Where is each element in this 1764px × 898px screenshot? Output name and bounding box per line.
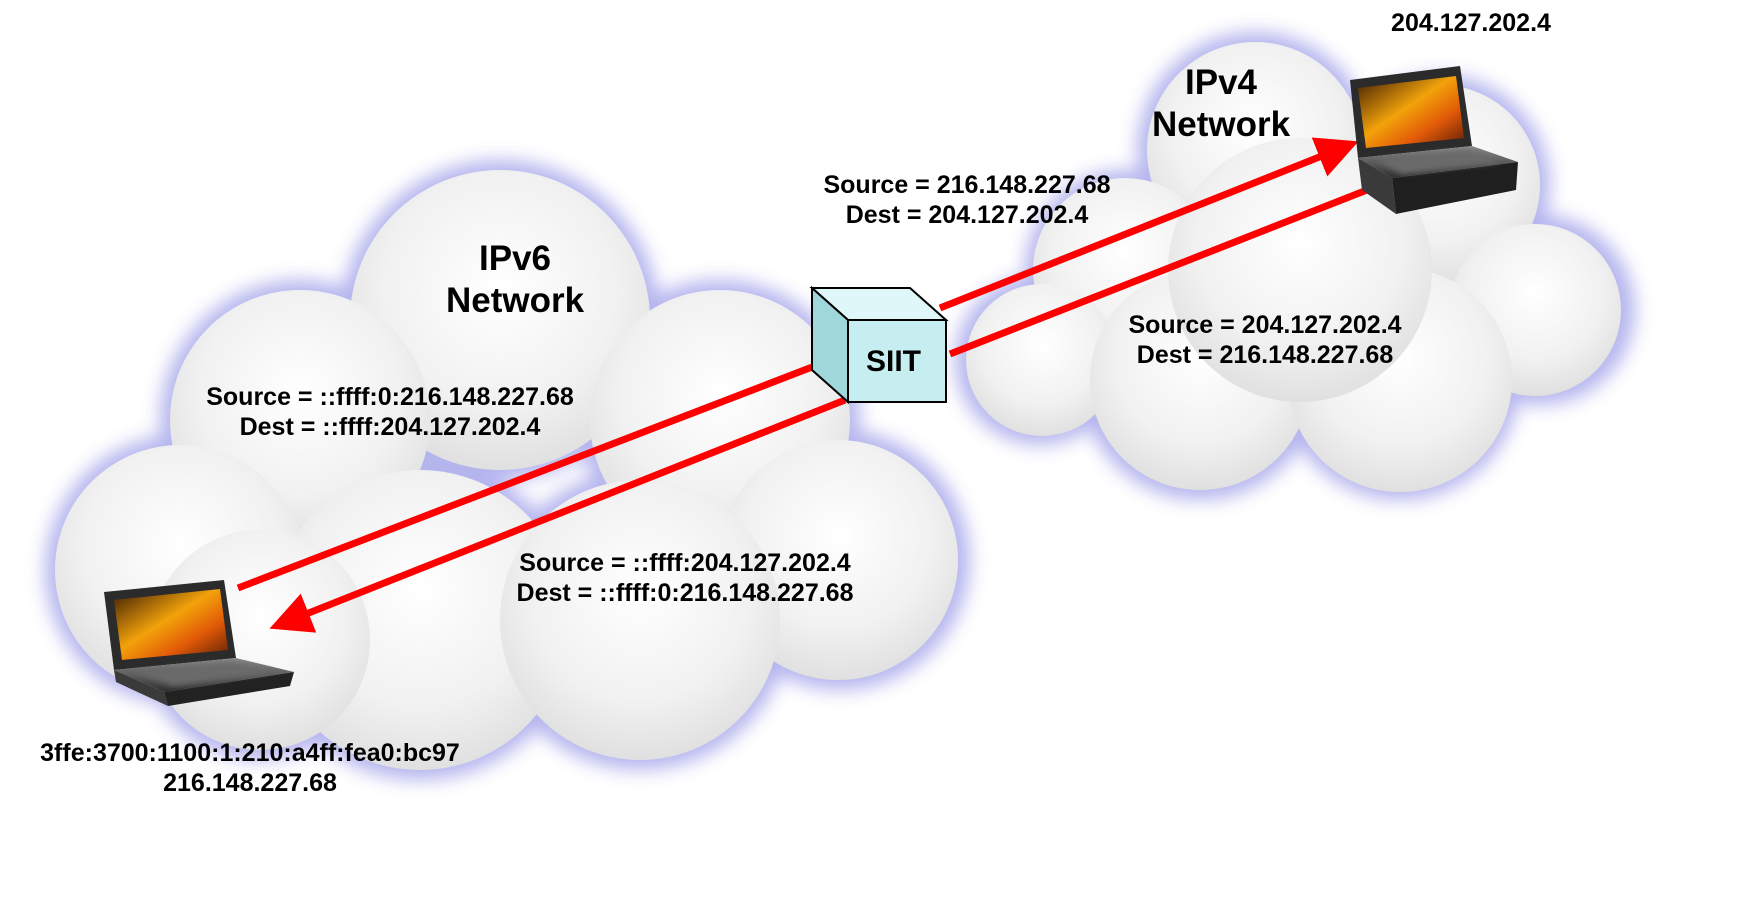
packet-dest: Dest = 216.148.227.68: [1136, 341, 1394, 369]
siit-box: [809, 285, 949, 405]
packet-dest: Dest = ::ffff:0:216.148.227.68: [516, 579, 854, 607]
ipv6-host-ipv4-address: 216.148.227.68: [163, 769, 337, 797]
packet-dest: Dest = ::ffff:204.127.202.4: [239, 413, 541, 441]
ipv4-network-label-line2: Network: [1151, 105, 1291, 144]
packet-label-v6-outbound: Source = ::ffff:0:216.148.227.68 Dest = …: [180, 382, 600, 442]
packet-source: Source = 216.148.227.68: [823, 171, 1111, 199]
ipv6-network-label-line1: IPv6: [479, 239, 551, 278]
packet-dest: Dest = 204.127.202.4: [845, 201, 1089, 229]
laptop-icon: [1350, 66, 1518, 214]
laptop-icon: [104, 580, 294, 706]
siit-label: SIIT: [866, 345, 922, 378]
ipv4-network-label: IPv4 Network: [1146, 62, 1296, 146]
arrow-ipv6-to-siit: [236, 360, 822, 592]
ipv6-cloud: [45, 160, 970, 780]
ipv6-host-ipv6-address: 3ffe:3700:1100:1:210:a4ff:fea0:bc97: [40, 739, 460, 767]
ipv4-network-label-line1: IPv4: [1185, 63, 1257, 102]
packet-source: Source = ::ffff:0:216.148.227.68: [206, 383, 574, 411]
packet-source: Source = ::ffff:204.127.202.4: [519, 549, 851, 577]
ipv6-network-label: IPv6 Network: [440, 238, 590, 322]
packet-arrows: [236, 137, 1374, 633]
ipv4-cloud: [955, 32, 1635, 500]
ipv6-host-address: 3ffe:3700:1100:1:210:a4ff:fea0:bc97 216.…: [0, 738, 500, 798]
ipv6-network-label-line2: Network: [445, 281, 585, 320]
packet-label-v4-outbound: Source = 216.148.227.68 Dest = 204.127.2…: [802, 170, 1132, 230]
packet-label-v4-return: Source = 204.127.202.4 Dest = 216.148.22…: [1100, 310, 1430, 370]
ipv4-host-address: 204.127.202.4: [1391, 9, 1551, 37]
packet-source: Source = 204.127.202.4: [1128, 311, 1402, 339]
arrow-siit-to-ipv6: [269, 396, 847, 633]
arrow-ipv4-to-siit: [948, 184, 1374, 358]
packet-label-v6-return: Source = ::ffff:204.127.202.4 Dest = ::f…: [490, 548, 880, 608]
arrow-siit-to-ipv4: [938, 137, 1359, 312]
